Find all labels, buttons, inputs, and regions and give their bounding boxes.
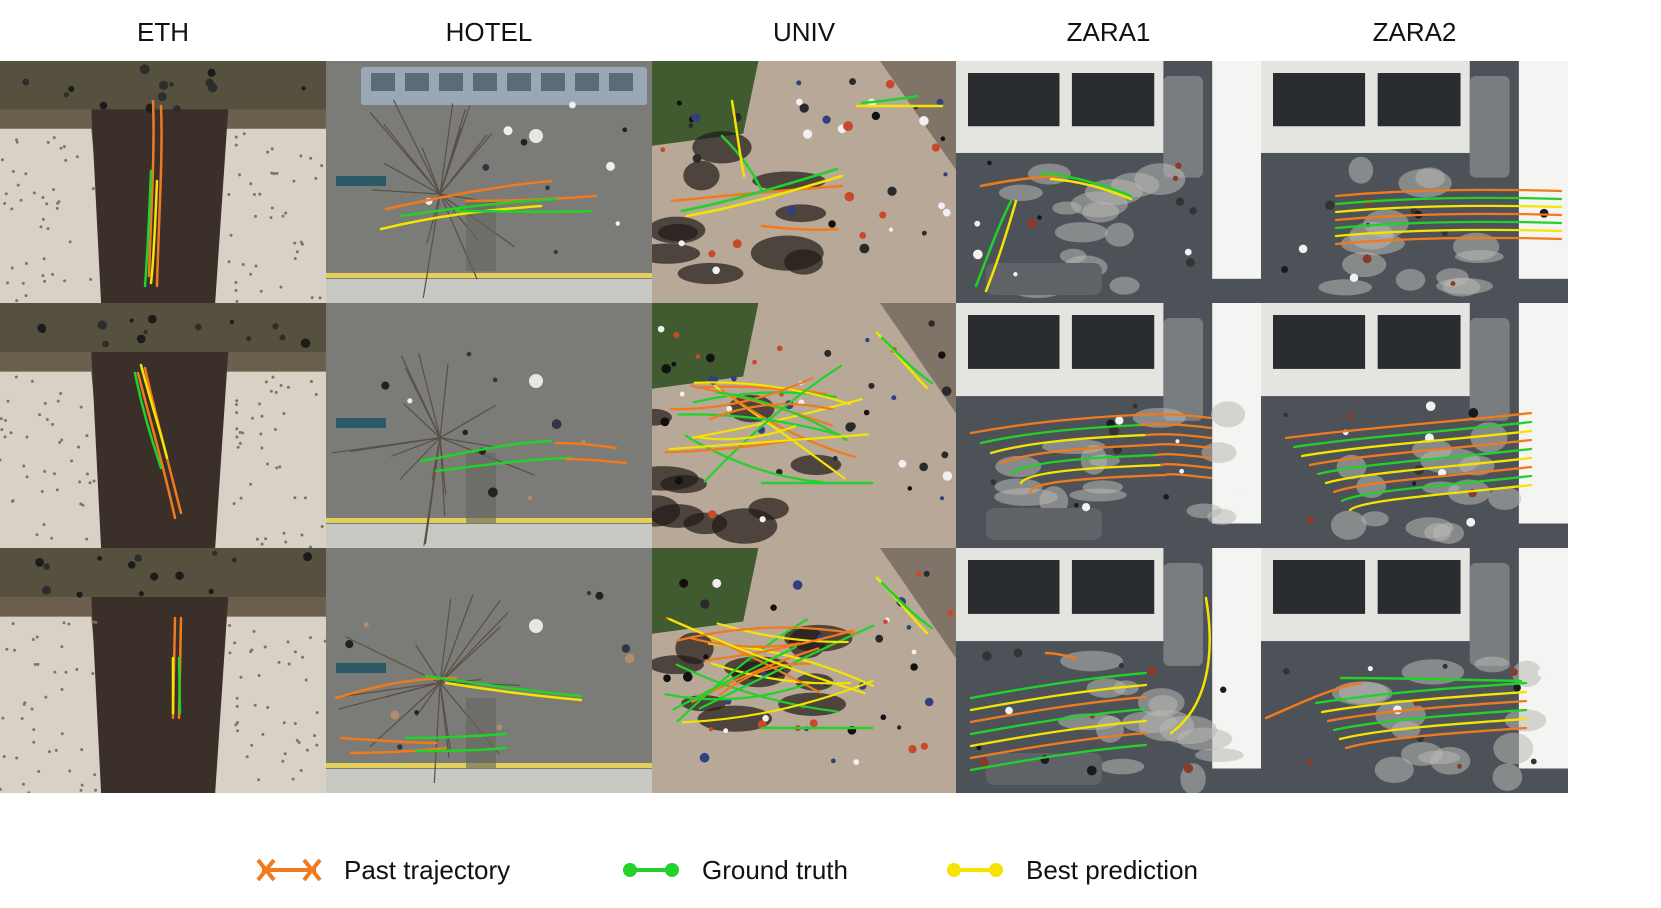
- scene-tile-hotel-3: [326, 548, 652, 793]
- legend-label-past: Past trajectory: [344, 854, 511, 885]
- scene-tile-zara1-1: [956, 61, 1261, 303]
- cross-marker-icon: [256, 858, 322, 882]
- column-title-eth: ETH: [137, 17, 189, 47]
- column-title-univ: UNIV: [772, 17, 836, 47]
- scene-tile-hotel-2: [326, 303, 652, 548]
- legend-label-truth: Ground truth: [702, 854, 848, 885]
- column-title-zara1: ZARA1: [1066, 17, 1151, 47]
- scene-tile-univ-3: [652, 548, 956, 793]
- scene-tile-eth-2: [0, 303, 326, 548]
- scene-tile-zara2-1: [1261, 61, 1568, 303]
- column-title-zara2: ZARA2: [1372, 17, 1457, 47]
- legend-item-truth: Ground truth: [622, 845, 848, 895]
- scene-tile-eth-1: [0, 61, 326, 303]
- dot-marker-icon: [947, 863, 1003, 877]
- scene-grid: [0, 61, 1568, 793]
- scene-tile-hotel-1: [326, 61, 652, 303]
- legend-item-pred: Best prediction: [946, 845, 1198, 895]
- legend-item-past: Past trajectory: [256, 845, 510, 895]
- dot-marker-icon: [623, 863, 679, 877]
- legend-label-pred: Best prediction: [1026, 854, 1198, 885]
- scene-tile-zara1-2: [956, 303, 1261, 548]
- scene-tile-univ-1: [652, 61, 956, 303]
- scene-tile-zara2-3: [1261, 548, 1568, 793]
- scene-tile-univ-2: [652, 303, 956, 548]
- scene-tile-zara1-3: [956, 548, 1261, 793]
- scene-tile-eth-3: [0, 548, 326, 793]
- legend: Past trajectory Ground truth Best predic…: [0, 845, 1661, 895]
- scene-tile-zara2-2: [1261, 303, 1568, 548]
- column-title-hotel: HOTEL: [445, 17, 533, 47]
